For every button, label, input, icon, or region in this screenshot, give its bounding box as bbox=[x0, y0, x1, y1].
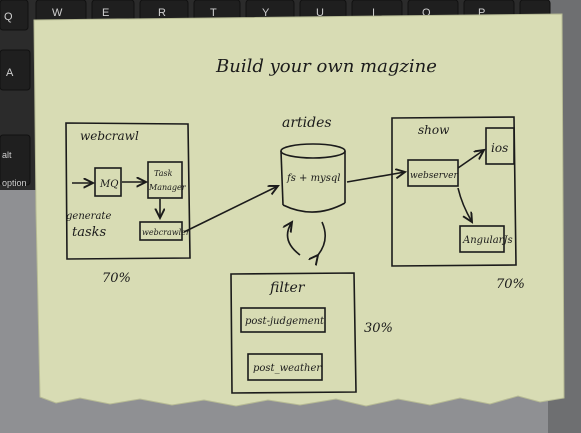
post-judgement-label: post-judgement bbox=[245, 316, 325, 327]
filter-to-db-arrow bbox=[288, 222, 301, 256]
crawler-to-db-arrow bbox=[183, 186, 278, 233]
show-label: show bbox=[418, 123, 450, 137]
key-label-w: W bbox=[52, 7, 63, 19]
webserver-label: webserver bbox=[410, 171, 458, 181]
manager-label: Manager bbox=[148, 183, 187, 192]
generate-label: generate bbox=[66, 211, 111, 222]
show-percent: 70% bbox=[496, 277, 525, 292]
tasks-label: tasks bbox=[72, 225, 107, 240]
key-alt bbox=[0, 134, 31, 186]
post-judgement-box bbox=[240, 307, 326, 333]
key-label-q: Q bbox=[4, 11, 13, 23]
key-label-t: T bbox=[210, 7, 217, 19]
filter-labels: filter post-judgement post_weather 30% bbox=[245, 280, 393, 374]
webcrawl-label: webcrawl bbox=[80, 129, 139, 143]
angular-box bbox=[459, 225, 505, 253]
key-label-u: U bbox=[316, 7, 324, 19]
key-label-i: I bbox=[372, 7, 375, 19]
webserver-to-ios-arrow bbox=[457, 150, 484, 169]
articles-label: artides bbox=[282, 115, 332, 131]
articles-labels: artides fs + mysql bbox=[282, 115, 340, 184]
webcrawl-box bbox=[65, 122, 191, 260]
key-label-option: option bbox=[2, 178, 27, 188]
key-a bbox=[0, 49, 31, 91]
key-label-a: A bbox=[6, 67, 14, 79]
filter-box bbox=[230, 272, 357, 394]
filter-percent: 30% bbox=[364, 321, 393, 336]
angular-label: AngularJs bbox=[462, 235, 513, 246]
webcrawler-box bbox=[139, 221, 183, 241]
mq-label: MQ bbox=[99, 179, 118, 190]
webcrawl-group bbox=[65, 122, 191, 260]
sketch-title: Build your own magzine bbox=[215, 56, 437, 77]
key-q bbox=[0, 0, 29, 31]
key-label-p: P bbox=[478, 7, 485, 19]
show-box bbox=[391, 116, 517, 267]
task-label: Task bbox=[154, 169, 173, 178]
webcrawl-percent: 70% bbox=[102, 271, 131, 286]
articles-group bbox=[183, 143, 405, 256]
db-to-filter-arrow bbox=[318, 221, 326, 255]
key-label-r: R bbox=[158, 7, 166, 19]
show-labels: show webserver ios AngularJs 70% bbox=[410, 123, 525, 292]
filter-label: filter bbox=[269, 280, 306, 296]
db-cylinder-bottom bbox=[282, 202, 346, 213]
db-to-webserver-arrow bbox=[346, 172, 405, 183]
keyboard-key-labels: Q W E R T Y U I O P A alt option bbox=[2, 7, 485, 188]
post-weather-box bbox=[247, 353, 323, 381]
db-label: fs + mysql bbox=[286, 173, 340, 184]
ios-label: ios bbox=[491, 141, 508, 155]
webcrawler-label: webcrawler bbox=[142, 228, 191, 237]
post-weather-label: post_weather bbox=[253, 363, 322, 374]
ios-box bbox=[485, 127, 515, 165]
show-group bbox=[391, 116, 517, 267]
key-label-o: O bbox=[422, 7, 431, 19]
webserver-box bbox=[407, 159, 459, 187]
db-cylinder-left bbox=[280, 150, 284, 206]
webserver-to-angular-arrow bbox=[457, 187, 472, 222]
key-label-alt: alt bbox=[2, 150, 12, 160]
filter-group bbox=[230, 272, 357, 394]
webcrawl-labels: webcrawl MQ Task Manager webcrawler gene… bbox=[66, 129, 191, 286]
key-label-e: E bbox=[102, 7, 109, 19]
key-label-y: Y bbox=[262, 7, 270, 19]
